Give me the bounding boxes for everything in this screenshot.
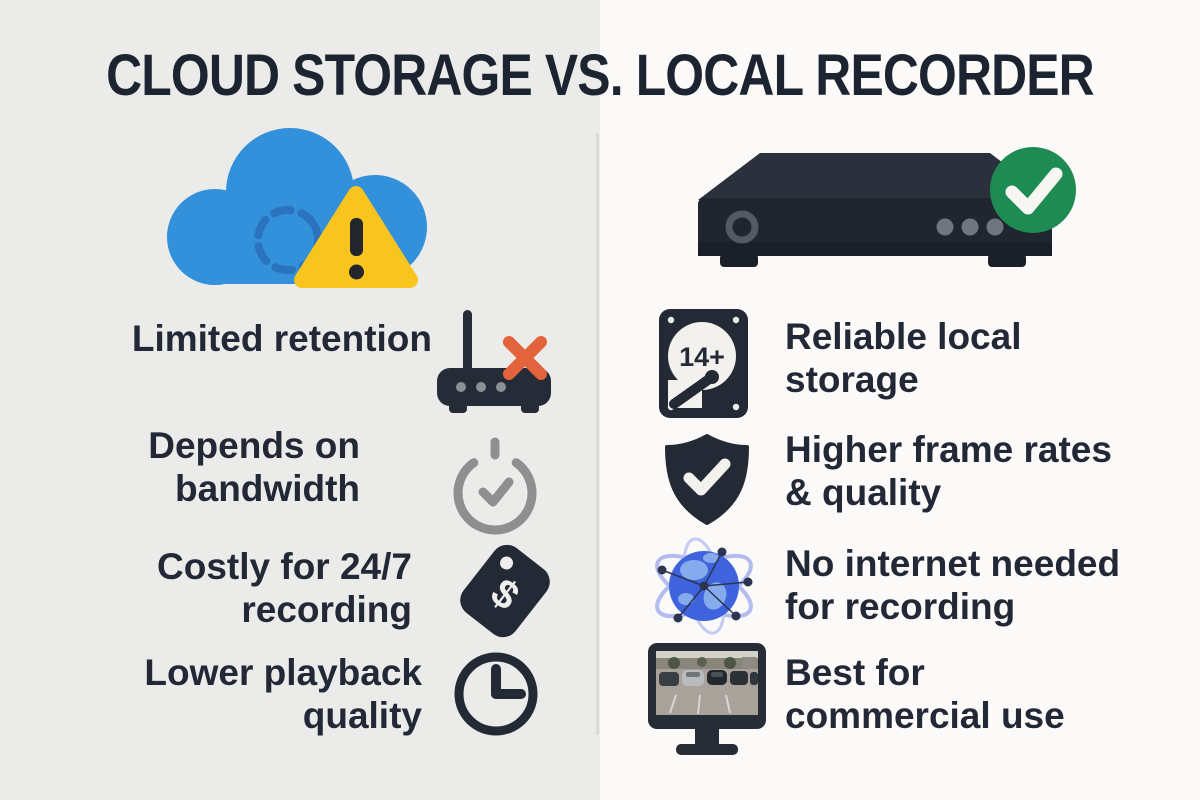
right-item-3-text: No internet needed for recording [785, 543, 1121, 627]
shield-check-icon [665, 434, 749, 525]
right-item-1-text: Reliable local storage [785, 316, 1022, 400]
left-item-1-text: Limited retention [131, 318, 432, 359]
hard-drive-icon: 14+ [659, 309, 748, 418]
check-circle-icon [990, 147, 1076, 233]
right-item-2-text: Higher frame rates & quality [785, 429, 1112, 513]
right-item-4-text: Best for commercial use [785, 652, 1065, 736]
left-item-3-text: Costly for 24/7 recording [157, 546, 412, 630]
dvr-recorder-icon [698, 147, 1076, 267]
timer-icon [453, 437, 537, 535]
parking-lot-footage [656, 651, 758, 715]
left-item-2-text: Depends on bandwidth [148, 425, 360, 509]
clock-icon [454, 652, 538, 736]
x-mark-icon [503, 336, 547, 380]
page-title: CLOUD STORAGE VS. LOCAL RECORDER [106, 43, 1095, 108]
surveillance-monitor-icon [648, 643, 766, 755]
router-offline-icon [437, 310, 551, 413]
cloud-warning-icon [167, 128, 427, 288]
price-tag-icon: $ [460, 544, 550, 638]
column-divider [596, 133, 599, 735]
globe-network-icon [655, 537, 753, 635]
hdd-capacity-label: 14+ [679, 342, 725, 372]
left-item-4-text: Lower playback quality [144, 652, 422, 736]
